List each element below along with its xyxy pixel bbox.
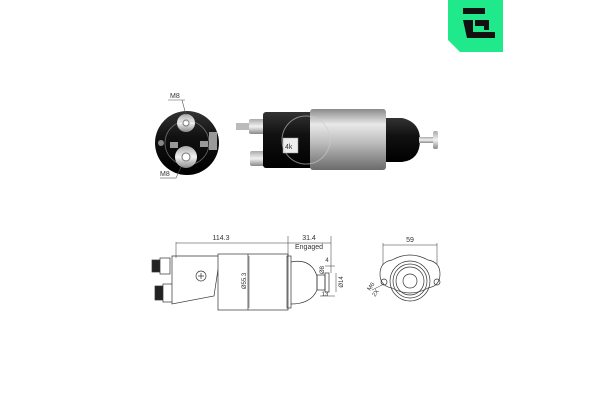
plunger-diameter-dimension: Ø8 xyxy=(320,265,326,274)
logo-e-glyph xyxy=(463,8,495,38)
plunger-extension-dimension: 13 xyxy=(322,292,329,298)
flange-width-dimension: 59 xyxy=(406,237,414,244)
side-terminal-label: 4k xyxy=(285,144,293,151)
watermark xyxy=(164,120,210,166)
plunger-head-diameter-dimension: Ø14 xyxy=(339,276,345,288)
front-technical-drawing xyxy=(371,243,441,302)
side-view-photo: 4k xyxy=(236,109,438,170)
brand-logo xyxy=(448,0,503,52)
body-diameter-dimension: Ø55.3 xyxy=(242,272,248,289)
watermark xyxy=(281,115,331,165)
plunger-state-label: Engaged xyxy=(295,244,323,251)
front-view-photo: M8 M8 xyxy=(155,93,219,179)
mounting-count-label: 2X xyxy=(372,289,381,298)
plunger-travel-dimension: 31.4 xyxy=(302,235,316,242)
body-length-dimension: 114.3 xyxy=(213,235,230,242)
top-terminal-label: M8 xyxy=(170,93,180,100)
head-thickness-dimension: 4 xyxy=(325,258,329,264)
mounting-thread-label: M6 xyxy=(367,281,377,292)
dimension-lines xyxy=(175,236,337,308)
bottom-terminal-label: M8 xyxy=(160,171,170,178)
side-technical-drawing xyxy=(151,253,330,311)
